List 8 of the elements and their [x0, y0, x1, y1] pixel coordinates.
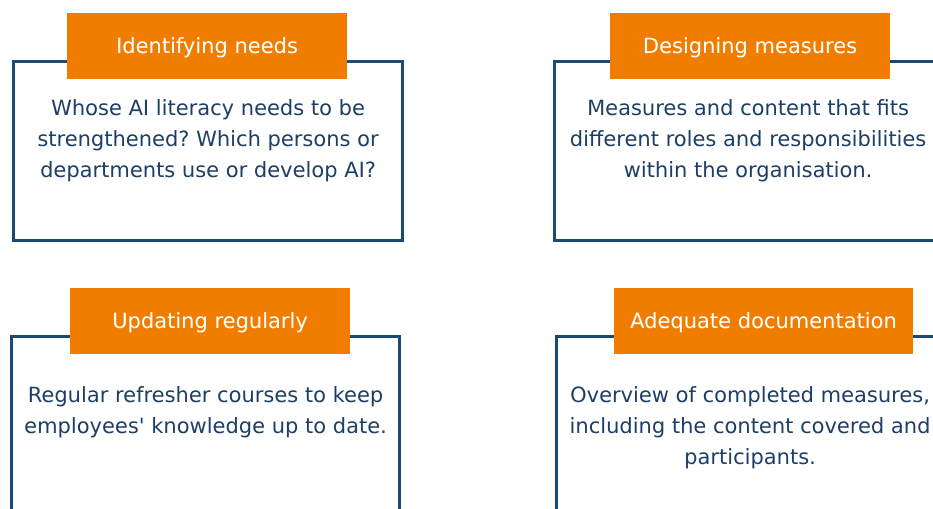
description-text: Whose AI literacy needs to be strengthened? Which persons or departments use or develop AI? — [36, 95, 380, 184]
description-text: Regular refresher courses to keep employees' knowledge up to date. — [23, 382, 388, 440]
description-text: Measures and content that fits different roles and responsibilities within the organisation. — [568, 95, 928, 184]
heading-tab: Designing measures — [610, 13, 890, 79]
heading-tab: Identifying needs — [67, 13, 347, 79]
heading-tab: Adequate documentation — [614, 288, 913, 354]
heading-tab: Updating regularly — [70, 288, 350, 354]
description-text: Overview of completed measures, including the content covered and participants. — [568, 382, 932, 471]
